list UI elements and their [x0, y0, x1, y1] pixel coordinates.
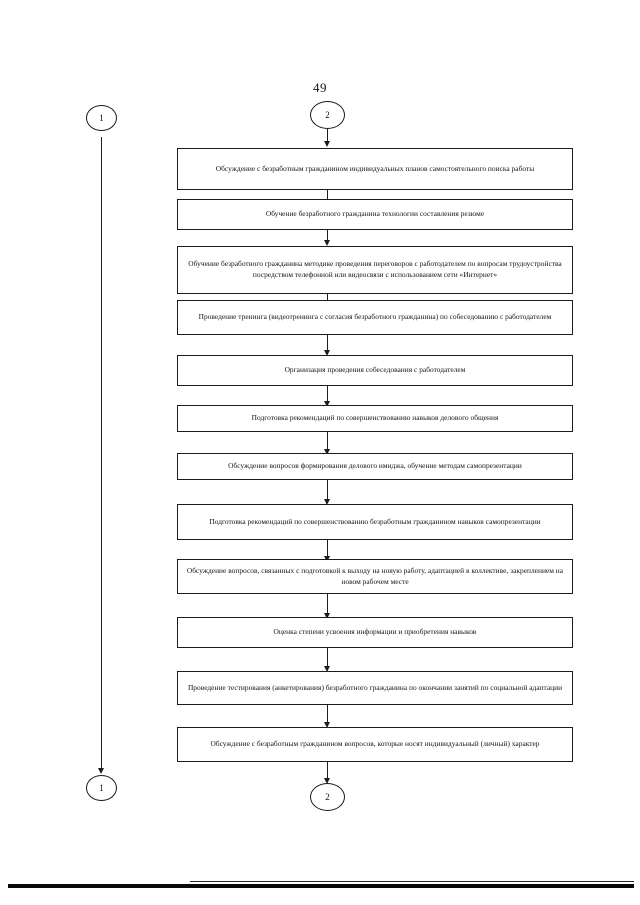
footer-rule-thin [190, 881, 634, 882]
connector-1-bottom: 1 [86, 775, 117, 801]
left-rail-arrowhead [98, 768, 104, 774]
connector-2-top: 2 [310, 101, 345, 129]
arrow-line-4-5 [327, 335, 329, 351]
flow-step-10[interactable]: Оценка степени усвоения информации и при… [177, 617, 573, 648]
flow-step-12-label: Обсуждение с безработным гражданином воп… [210, 739, 540, 749]
flow-step-10-label: Оценка степени усвоения информации и при… [273, 627, 477, 637]
connector-1-top-label: 1 [99, 112, 104, 123]
arrow-head-10-11 [324, 666, 330, 672]
connector-1-top: 1 [86, 105, 117, 131]
arrow-line-10-11 [327, 648, 329, 667]
arrow-head-5-6 [324, 401, 330, 407]
flow-step-8-label: Подготовка рекомендаций по совершенствов… [209, 516, 541, 526]
arrow-line-c2-to-step1 [327, 129, 329, 142]
page-number: 49 [313, 80, 327, 95]
flow-step-11[interactable]: Проведение тестирования (анкетирования) … [177, 671, 573, 705]
arrow-line-2-3 [327, 230, 329, 241]
flow-step-3[interactable]: Обучение безработного гражданина методик… [177, 246, 573, 294]
flow-step-7[interactable]: Обсуждение вопросов формирования деловог… [177, 453, 573, 480]
flow-step-4-label: Проведение тренинга (видеотренинга с сог… [198, 312, 552, 322]
arrow-head-2-3 [324, 240, 330, 246]
arrow-line-12-c2 [327, 762, 329, 779]
footer-rule [8, 884, 634, 888]
flow-step-6-label: Подготовка рекомендаций по совершенствов… [251, 413, 499, 423]
arrow-head-6-7 [324, 449, 330, 455]
connector-2-bottom: 2 [310, 783, 345, 811]
arrow-line-7-8 [327, 480, 329, 500]
arrow-line-5-6 [327, 386, 329, 402]
flow-step-8[interactable]: Подготовка рекомендаций по совершенствов… [177, 504, 573, 540]
arrow-line-8-9 [327, 540, 329, 557]
flow-step-2[interactable]: Обучение безработного гражданина техноло… [177, 199, 573, 230]
arrow-line-9-10 [327, 594, 329, 614]
left-rail-line [101, 137, 103, 771]
connector-2-bottom-label: 2 [325, 791, 330, 802]
arrow-head-12-c2 [324, 778, 330, 784]
flow-step-4[interactable]: Проведение тренинга (видеотренинга с сог… [177, 300, 573, 335]
arrow-head-4-5 [324, 350, 330, 356]
arrow-line-11-12 [327, 705, 329, 723]
arrow-head-9-10 [324, 613, 330, 619]
flow-step-6[interactable]: Подготовка рекомендаций по совершенствов… [177, 405, 573, 432]
arrow-line-1-2 [327, 190, 329, 200]
flow-step-7-label: Обсуждение вопросов формирования деловог… [228, 461, 522, 471]
flow-step-11-label: Проведение тестирования (анкетирования) … [187, 682, 563, 692]
flow-step-9-label: Обсуждение вопросов, связанных с подгото… [186, 565, 564, 586]
connector-2-top-label: 2 [325, 109, 330, 120]
flow-step-5[interactable]: Организация проведения собеседования с р… [177, 355, 573, 386]
flow-step-5-label: Организация проведения собеседования с р… [284, 365, 466, 375]
flow-step-2-label: Обучение безработного гражданина техноло… [265, 209, 485, 219]
arrow-head-11-12 [324, 722, 330, 728]
flow-step-1-label: Обсуждение с безработным гражданином инд… [215, 163, 535, 173]
flow-step-12[interactable]: Обсуждение с безработным гражданином воп… [177, 727, 573, 762]
arrow-line-3-4 [327, 294, 329, 304]
flow-step-9[interactable]: Обсуждение вопросов, связанных с подгото… [177, 559, 573, 594]
flow-step-1[interactable]: Обсуждение с безработным гражданином инд… [177, 148, 573, 190]
flow-step-3-label: Обучение безработного гражданина методик… [188, 259, 562, 279]
arrow-line-6-7 [327, 432, 329, 450]
arrow-head-c2-to-step1 [324, 141, 330, 147]
connector-1-bottom-label: 1 [99, 782, 104, 793]
arrow-head-7-8 [324, 499, 330, 505]
